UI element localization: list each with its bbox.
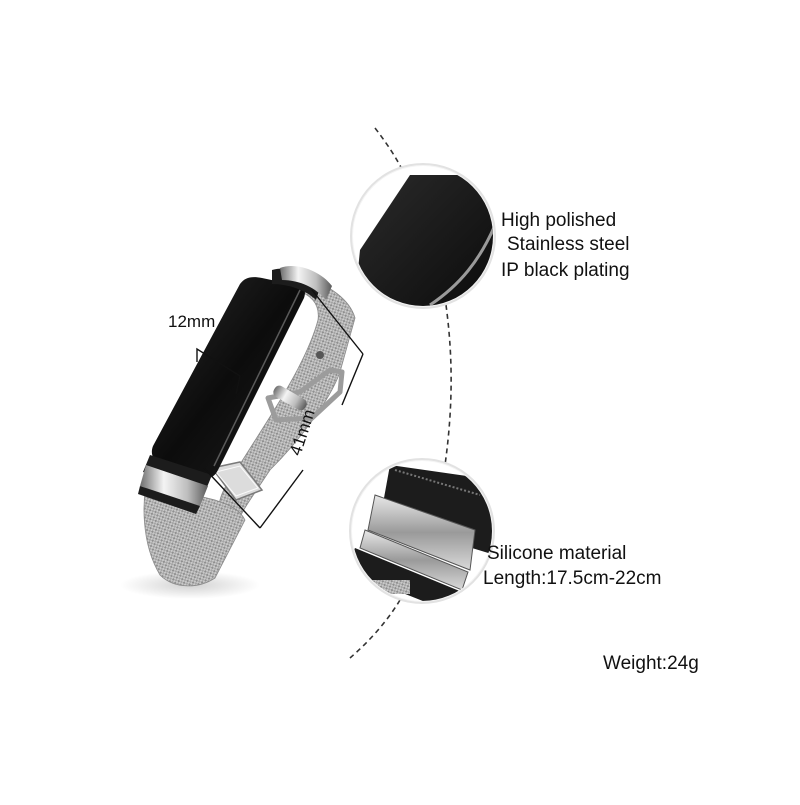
callout-line: Stainless steel — [507, 234, 630, 255]
weight-spec: Weight:24g — [603, 653, 699, 674]
width-dimension — [196, 347, 241, 395]
length-dimension — [203, 289, 364, 529]
plate-closeup-icon — [350, 163, 496, 309]
buckle — [265, 351, 345, 423]
bracelet — [120, 266, 356, 599]
id-plate — [151, 277, 305, 479]
top-end-cap — [272, 266, 332, 300]
keeper-loop — [210, 461, 264, 501]
callout-line: IP black plating — [501, 260, 630, 281]
width-dimension-label: 12mm — [168, 312, 216, 331]
bottom-end-cap — [138, 455, 212, 514]
callout-line: Length:17.5cm-22cm — [483, 568, 662, 589]
callout-line: High polished — [501, 210, 617, 231]
dashed-connector — [349, 127, 452, 659]
clasp-closeup-icon — [349, 458, 495, 604]
callout-line: Silicone material — [487, 543, 627, 564]
